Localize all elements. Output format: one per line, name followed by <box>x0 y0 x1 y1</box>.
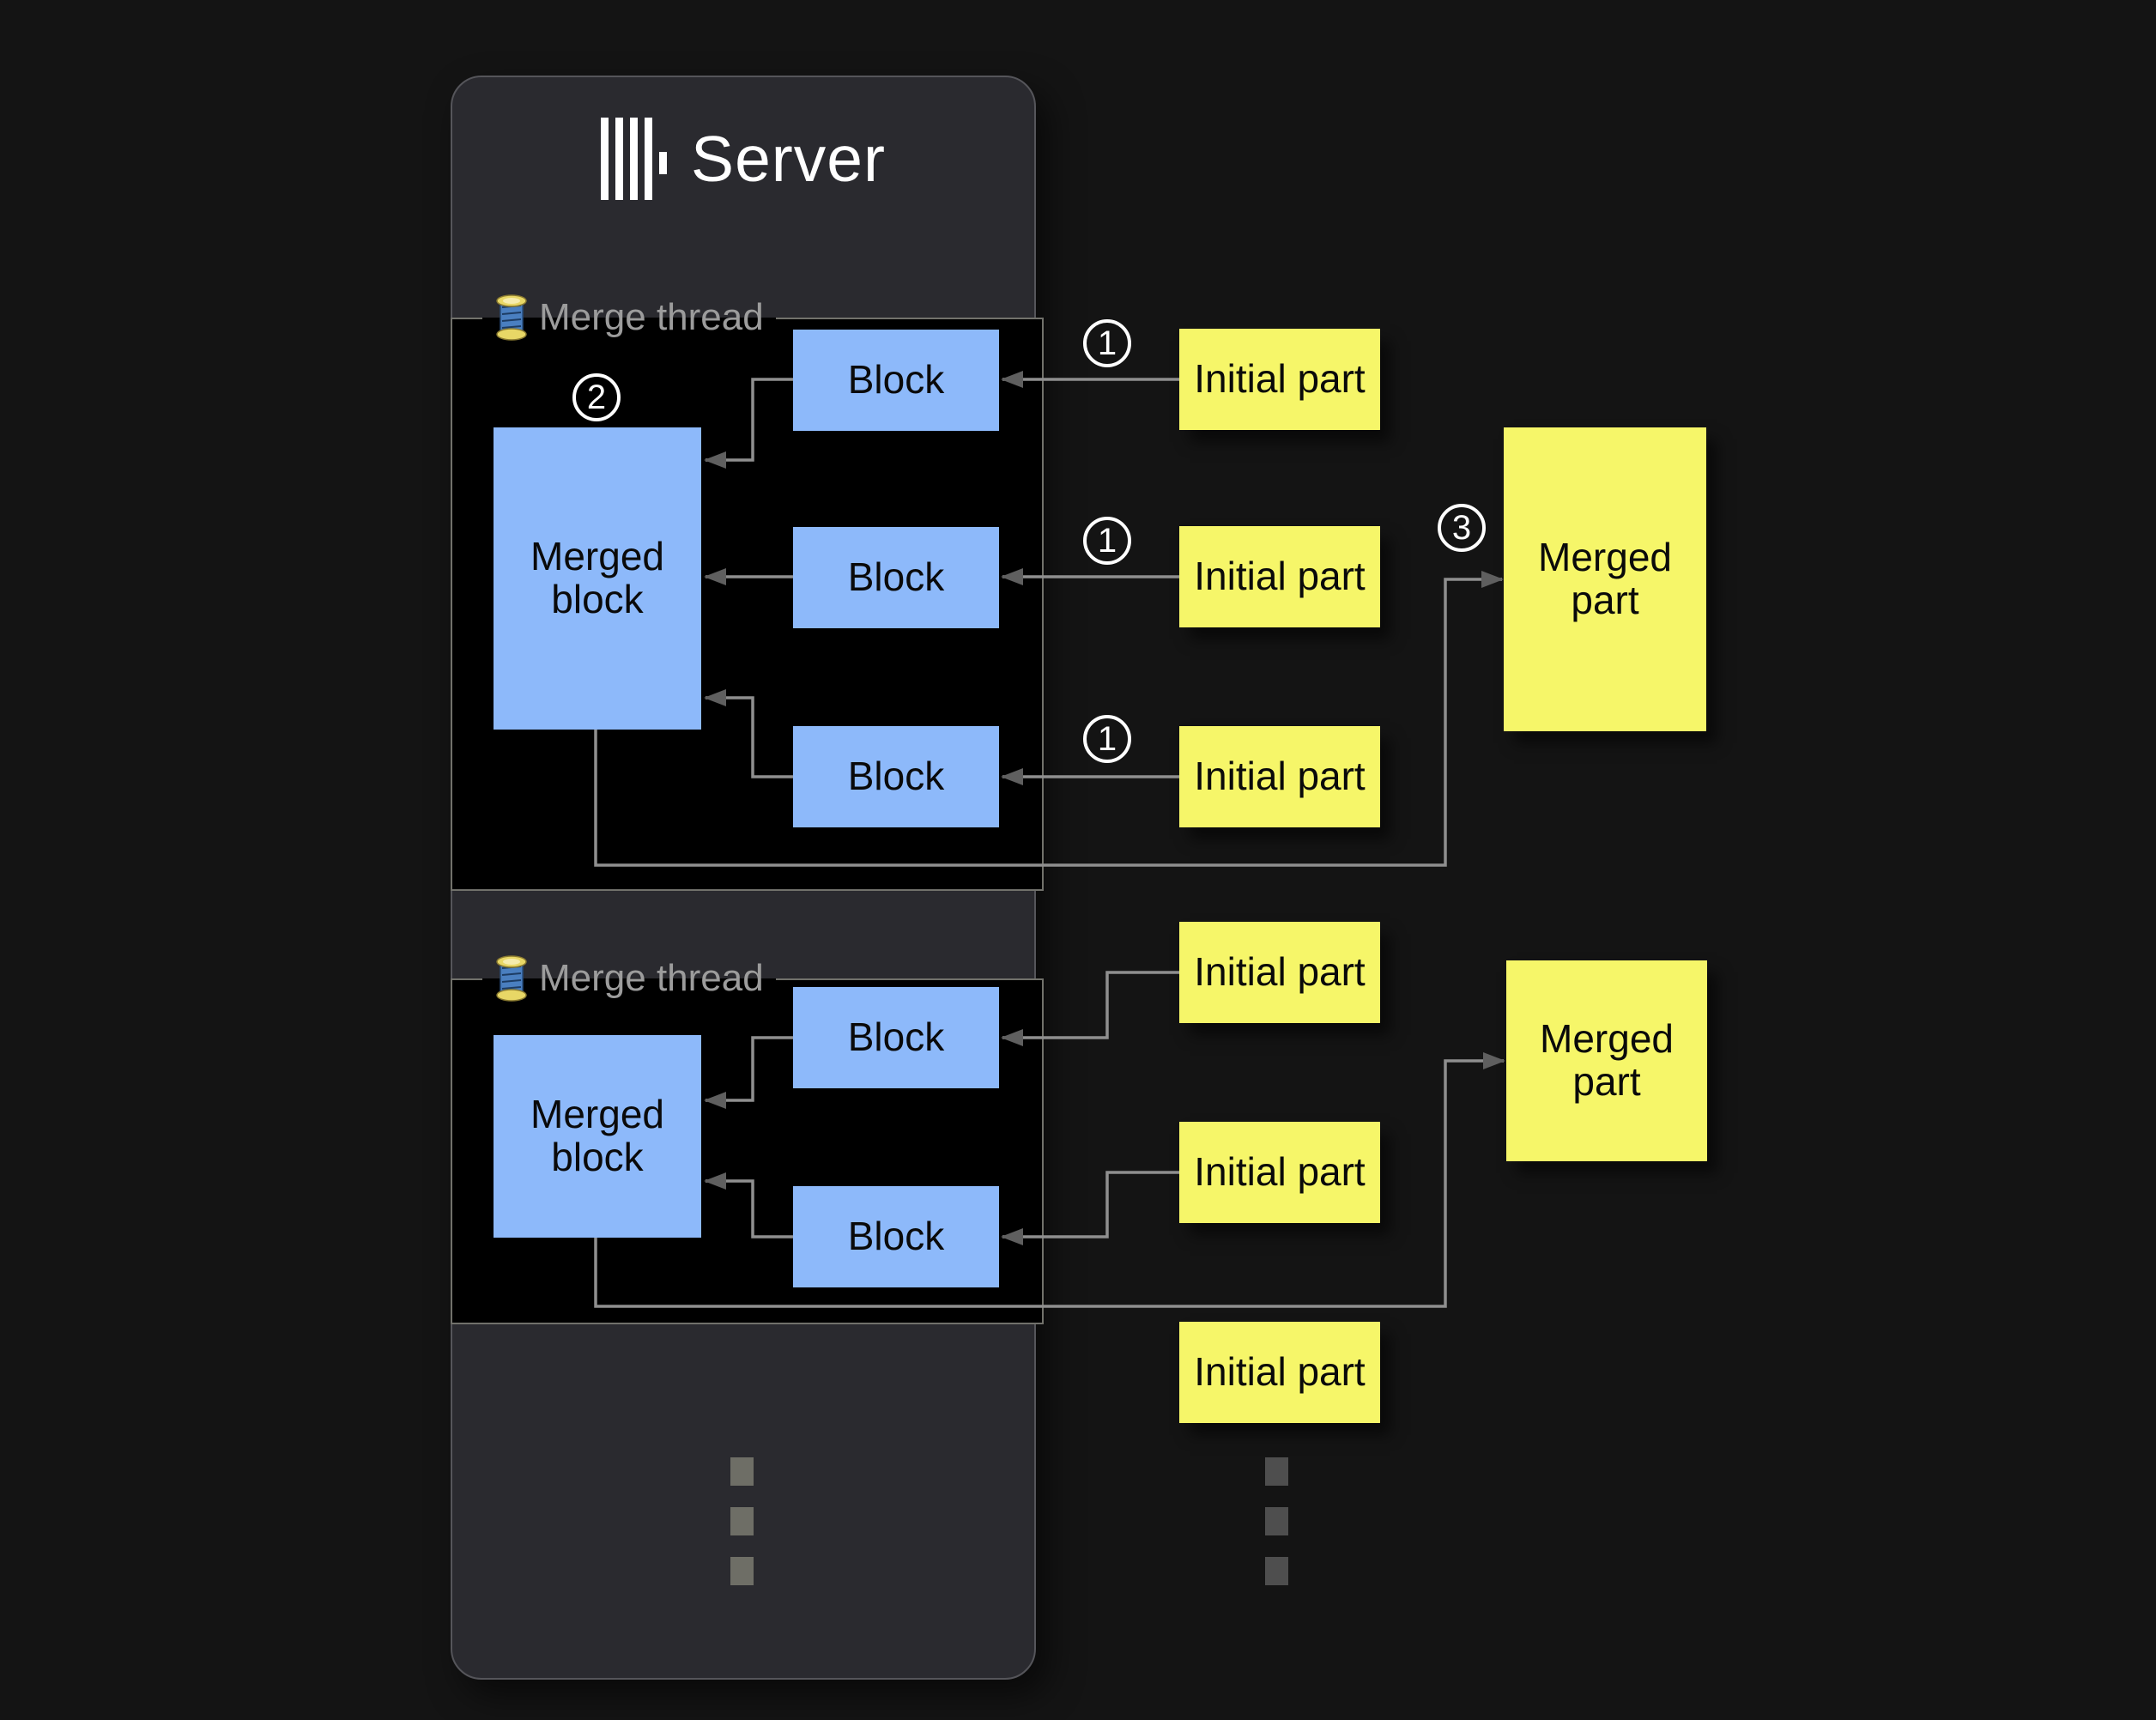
merge-thread-label-text: Merge thread <box>539 957 764 999</box>
step-1-badge: 1 <box>1083 715 1131 763</box>
merged-part: Merged part <box>1506 960 1707 1161</box>
logo-bar <box>630 118 639 200</box>
block: Block <box>793 1186 999 1287</box>
initial-part: Initial part <box>1179 329 1380 430</box>
initial-part: Initial part <box>1179 922 1380 1023</box>
merged-part: Merged part <box>1504 427 1706 731</box>
initial-part: Initial part <box>1179 1122 1380 1223</box>
merge-thread-label-text: Merge thread <box>539 296 764 338</box>
ellipsis-dot <box>730 1557 754 1585</box>
step-2-badge: 2 <box>572 373 621 421</box>
ellipsis-dot <box>1265 1457 1288 1486</box>
logo-bar <box>601 118 609 200</box>
logo-bar <box>615 118 624 200</box>
logo-dot <box>659 152 668 174</box>
merge-thread-1-label: Merge thread <box>482 292 776 343</box>
block: Block <box>793 987 999 1088</box>
block: Block <box>793 527 999 628</box>
clickhouse-logo-icon <box>601 118 668 200</box>
server-more-ellipsis <box>730 1457 754 1607</box>
initial-part: Initial part <box>1179 726 1380 827</box>
initial-part: Initial part <box>1179 1322 1380 1423</box>
logo-bar <box>645 118 653 200</box>
ellipsis-dot <box>1265 1507 1288 1535</box>
server-title: Server <box>691 123 886 195</box>
merged-block: Merged block <box>494 1035 701 1238</box>
thread-spool-icon <box>496 294 527 341</box>
thread-spool-icon <box>496 955 527 1002</box>
server-header: Server <box>451 112 1036 206</box>
block: Block <box>793 330 999 431</box>
merge-thread-2-label: Merge thread <box>482 953 776 1004</box>
merged-block: Merged block <box>494 427 701 730</box>
step-1-badge: 1 <box>1083 319 1131 367</box>
ellipsis-dot <box>730 1507 754 1535</box>
parts-more-ellipsis <box>1265 1457 1288 1607</box>
step-1-badge: 1 <box>1083 517 1131 565</box>
ellipsis-dot <box>730 1457 754 1486</box>
block: Block <box>793 726 999 827</box>
initial-part: Initial part <box>1179 526 1380 627</box>
step-3-badge: 3 <box>1438 504 1486 552</box>
ellipsis-dot <box>1265 1557 1288 1585</box>
